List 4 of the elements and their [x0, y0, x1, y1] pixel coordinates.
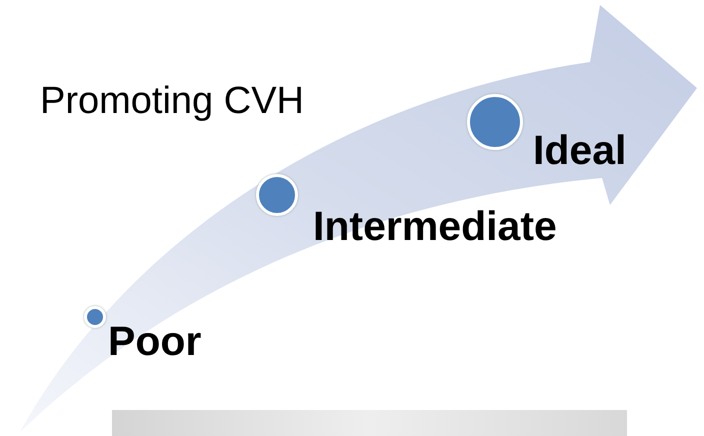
stage-label: Poor [108, 318, 202, 365]
stage-label: Ideal [533, 127, 626, 174]
stage-label: Intermediate [313, 203, 557, 250]
title: Promoting CVH [40, 80, 304, 123]
